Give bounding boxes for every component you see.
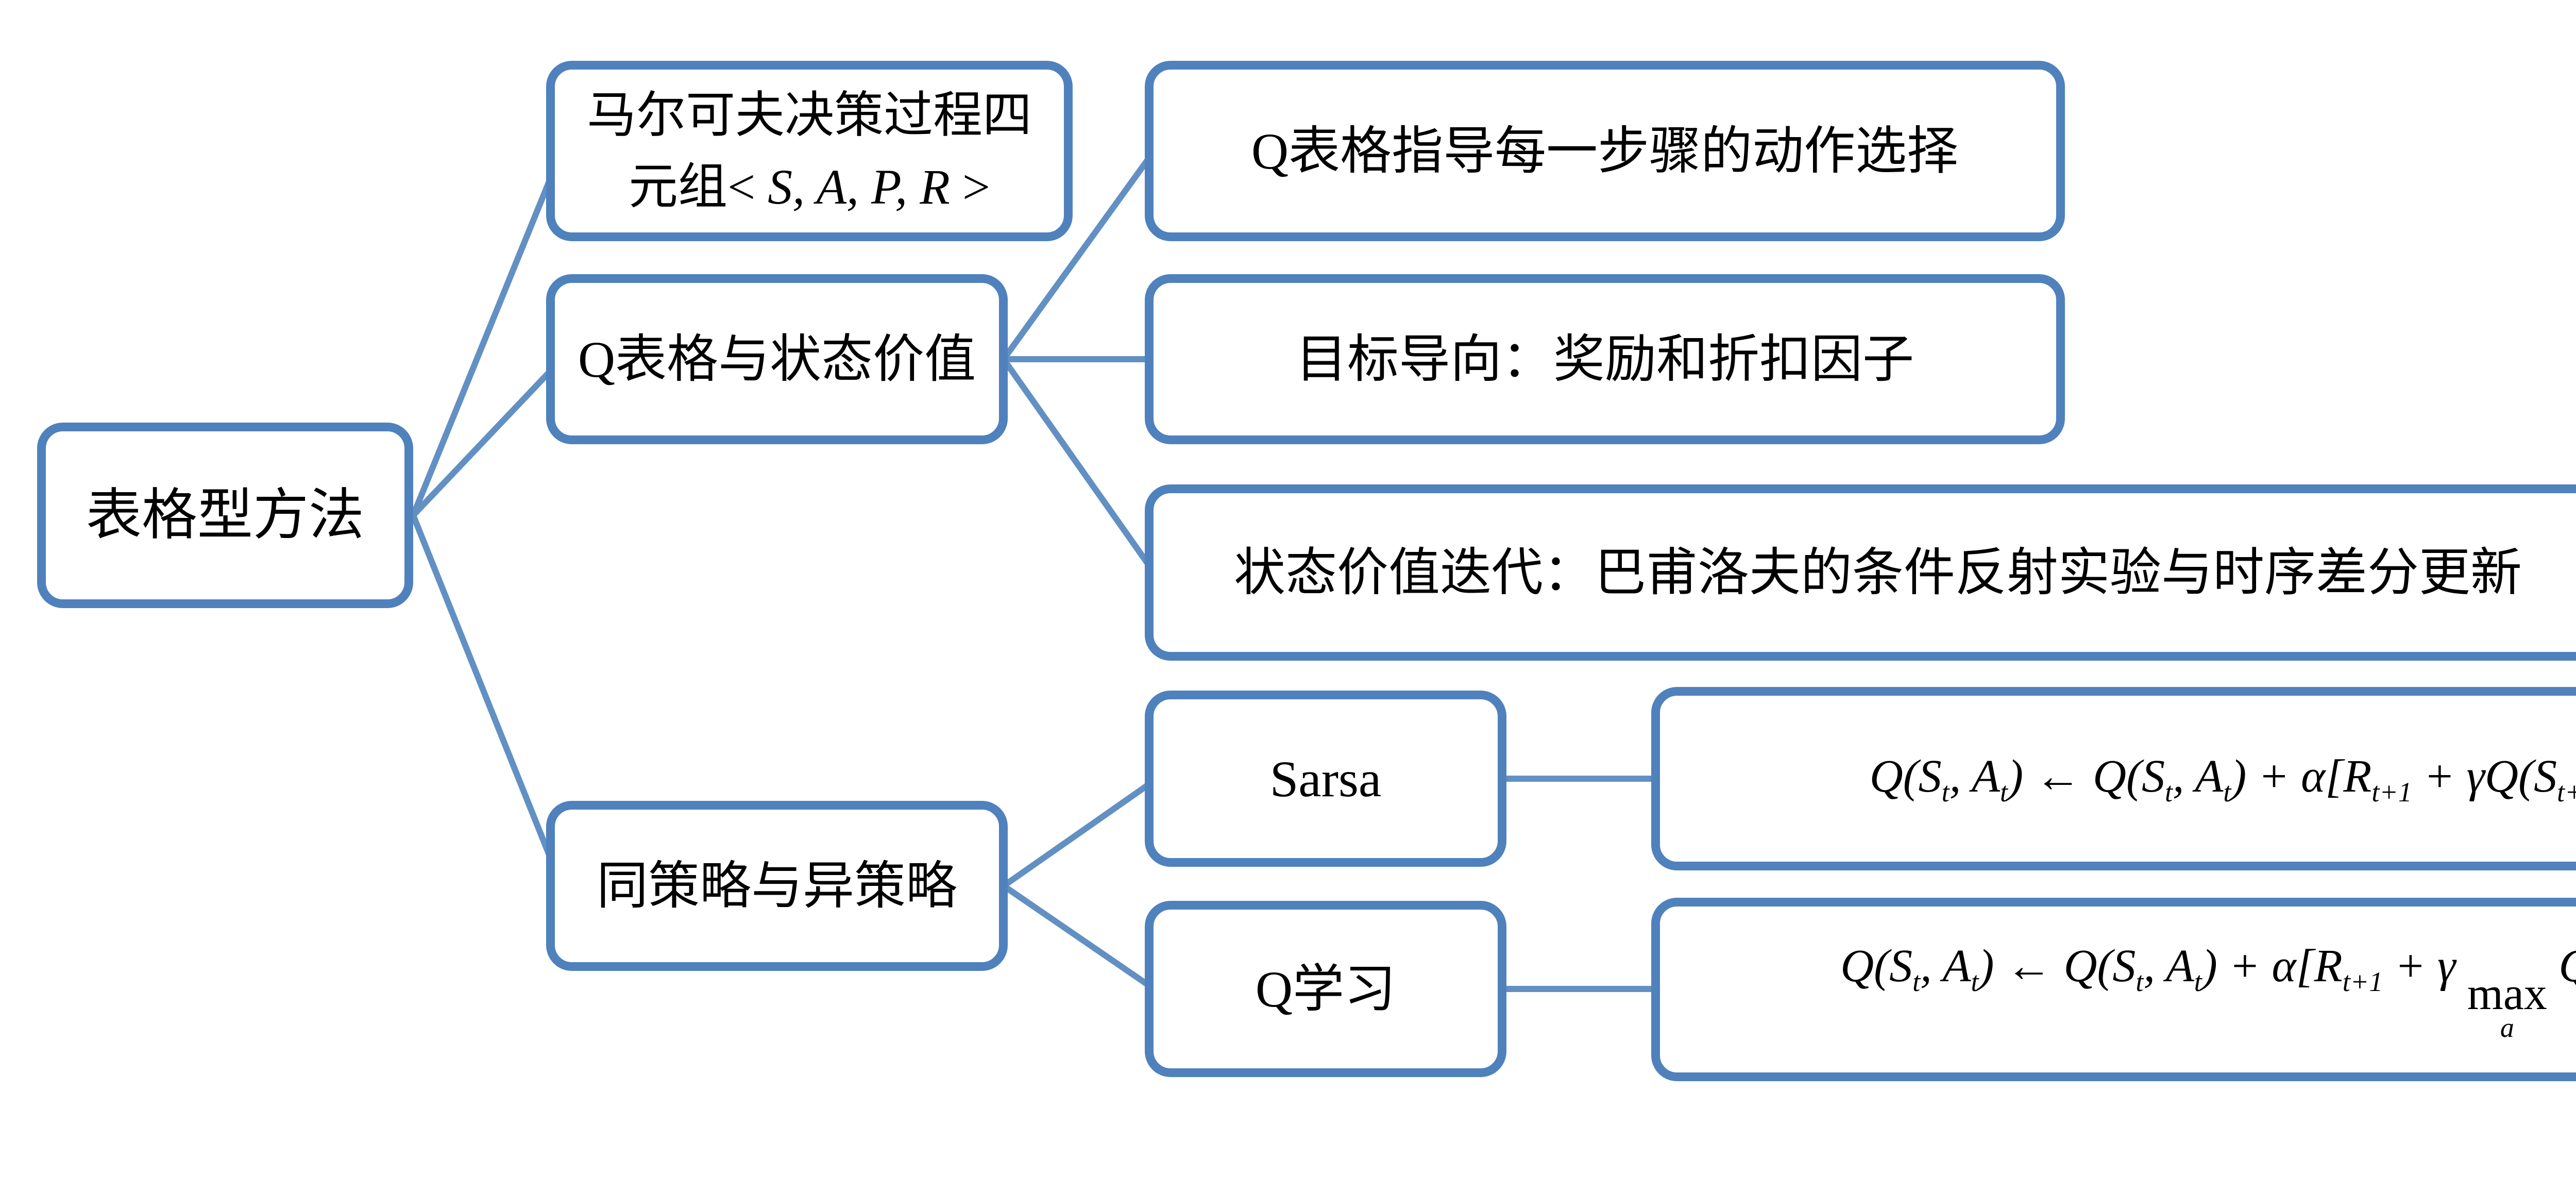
connector-policy-to-sarsa — [1001, 778, 1157, 889]
connector-qtable-to-value-iteration — [1001, 356, 1157, 576]
node-goal-oriented[interactable]: 目标导向：奖励和折扣因子 — [1145, 274, 2065, 444]
node-state-value-iteration[interactable]: 状态价值迭代：巴甫洛夫的条件反射实验与时序差分更新 — [1145, 484, 2576, 661]
node-qlearning-label: Q学习 — [1255, 960, 1396, 1018]
node-on-off-policy-label: 同策略与异策略 — [597, 857, 957, 915]
node-action-selection-label: Q表格指导每一步骤的动作选择 — [1251, 122, 1959, 180]
mdp-tuple-line2: 元组< S, A, P, R > — [628, 159, 991, 214]
node-root[interactable]: 表格型方法 — [37, 423, 413, 608]
sarsa-formula-text: Q(St, At) ← Q(St, At) + α[Rt+1 + γQ(St+1… — [1869, 750, 2576, 808]
node-sarsa-label: Sarsa — [1269, 750, 1382, 808]
node-mdp-tuple[interactable]: 马尔可夫决策过程四 元组< S, A, P, R > — [546, 61, 1073, 241]
connector-root-to-qtable — [410, 356, 565, 518]
node-qtable-state-value[interactable]: Q表格与状态价值 — [546, 274, 1008, 444]
node-action-selection[interactable]: Q表格指导每一步骤的动作选择 — [1145, 61, 2065, 241]
connector-root-to-policy — [410, 512, 565, 889]
node-sarsa-formula[interactable]: Q(St, At) ← Q(St, At) + α[Rt+1 + γQ(St+1… — [1651, 687, 2576, 870]
connector-qtable-to-action-selection — [1001, 148, 1157, 362]
node-sarsa[interactable]: Sarsa — [1145, 691, 1506, 867]
node-goal-oriented-label: 目标导向：奖励和折扣因子 — [1296, 330, 1914, 388]
node-root-label: 表格型方法 — [86, 484, 364, 546]
mdp-tuple-line1: 马尔可夫决策过程四 — [587, 87, 1032, 143]
connector-root-to-mdp — [410, 148, 565, 518]
node-qlearning[interactable]: Q学习 — [1145, 901, 1506, 1077]
node-qtable-state-value-label: Q表格与状态价值 — [578, 330, 976, 388]
connector-policy-to-qlearning — [1001, 883, 1157, 992]
node-mdp-tuple-label: 马尔可夫决策过程四 元组< S, A, P, R > — [587, 79, 1032, 223]
node-on-off-policy[interactable]: 同策略与异策略 — [546, 801, 1008, 971]
node-state-value-iteration-label: 状态价值迭代：巴甫洛夫的条件反射实验与时序差分更新 — [1234, 544, 2522, 601]
